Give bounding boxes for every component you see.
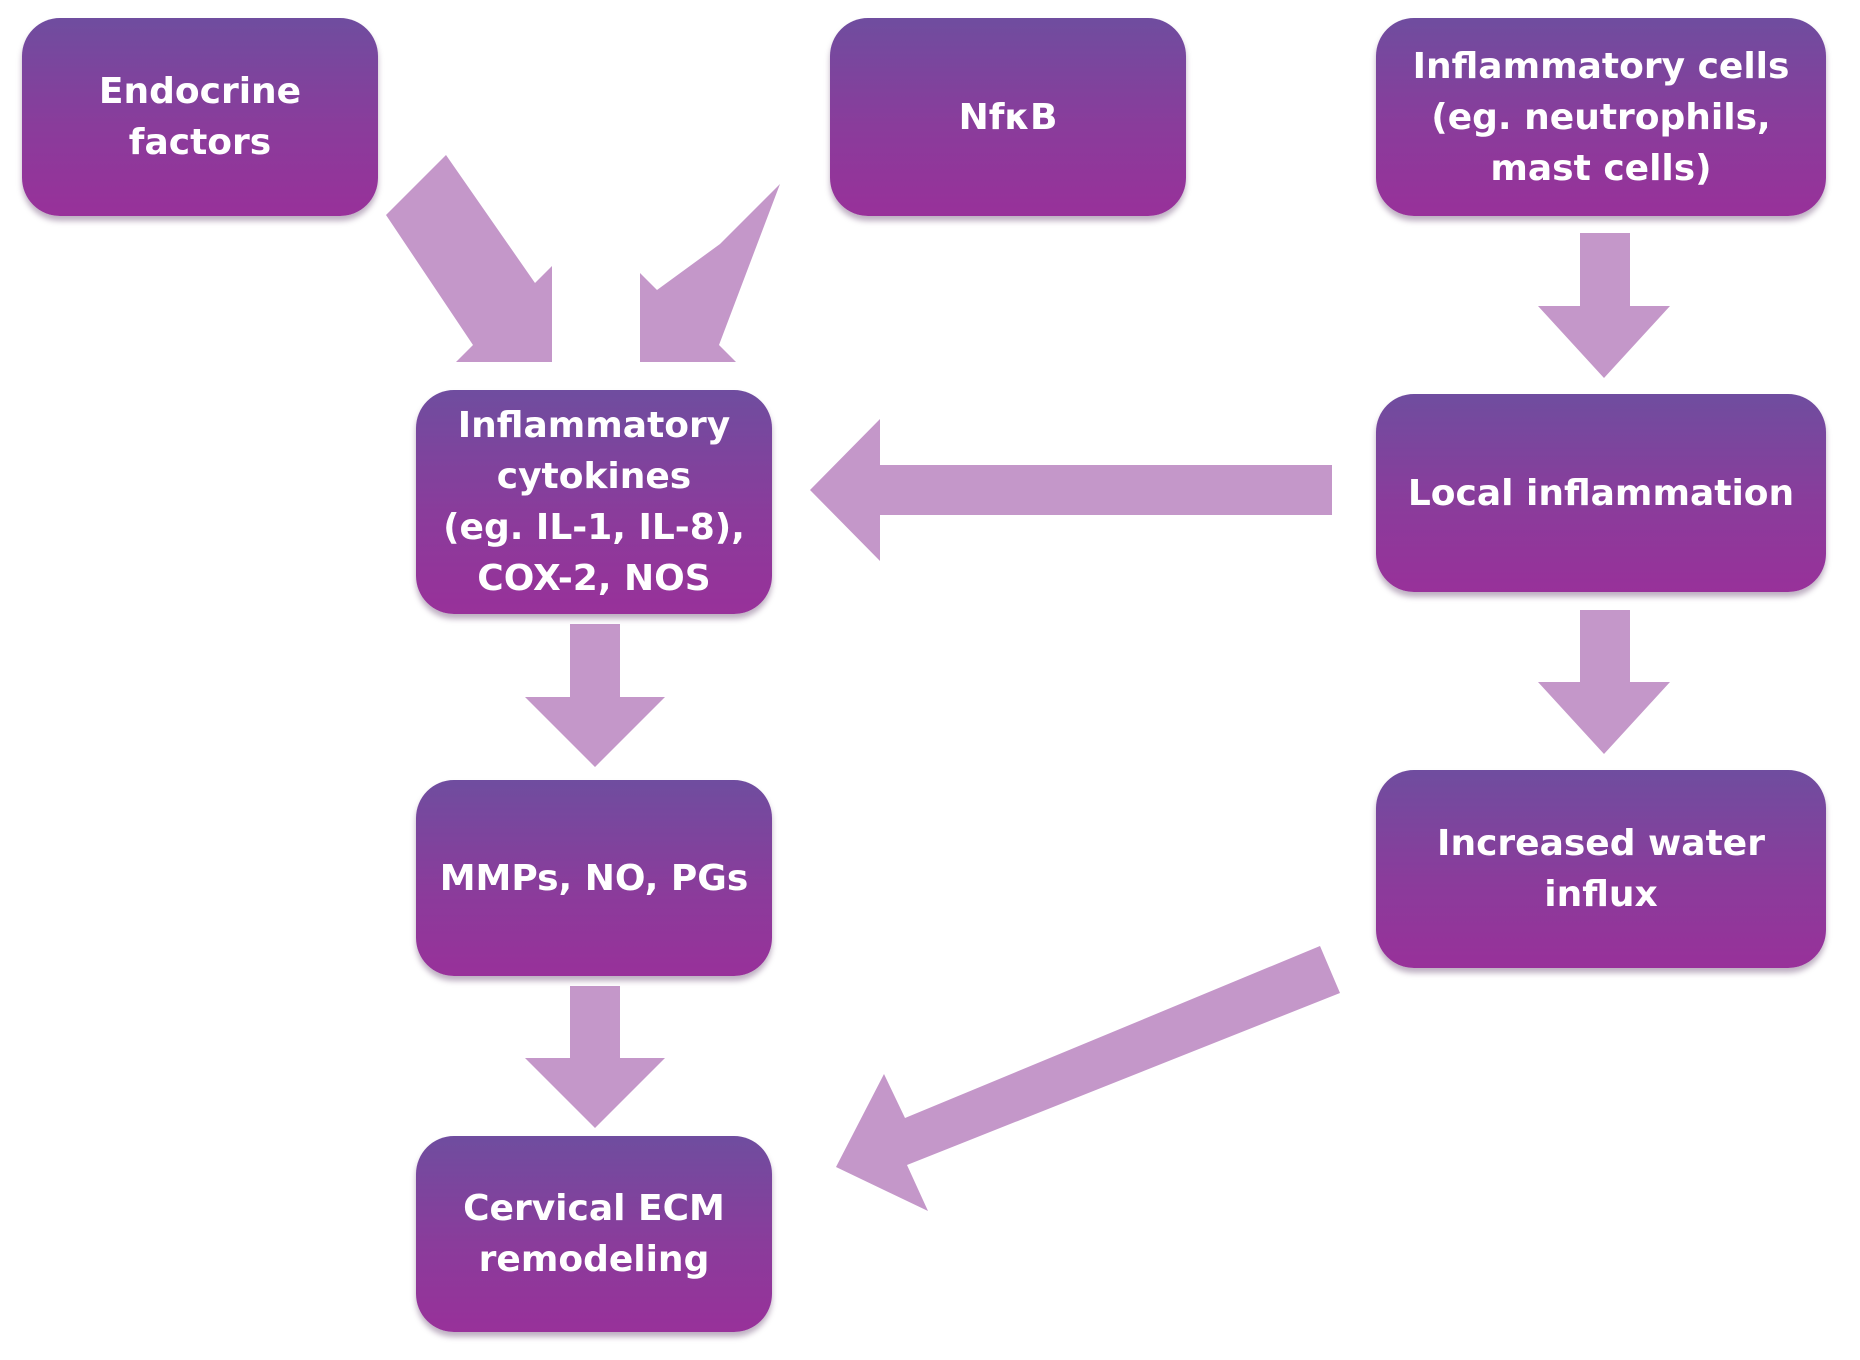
arrow-cytokines-to-mmps	[525, 624, 665, 767]
arrow-nfkb-to-cytokines	[640, 184, 780, 362]
node-label: Cervical ECM remodeling	[463, 1188, 725, 1280]
arrow-infl-cells-to-local	[1538, 233, 1670, 378]
node-inflammatory-cytokines: Inflammatory cytokines (eg. IL-1, IL-8),…	[416, 390, 772, 614]
node-cervical-ecm-remodeling: Cervical ECM remodeling	[416, 1136, 772, 1332]
node-label: Endocrine factors	[98, 71, 302, 163]
node-increased-water-influx: Increased water influx	[1376, 770, 1826, 968]
node-mmps-no-pgs: MMPs, NO, PGs	[416, 780, 772, 976]
node-nfkb: NfκB	[830, 18, 1186, 216]
node-label: MMPs, NO, PGs	[439, 857, 749, 899]
node-label: NfκB	[958, 96, 1058, 138]
node-inflammatory-cells: Inflammatory cells (eg. neutrophils, mas…	[1376, 18, 1826, 216]
node-label: Increased water influx	[1437, 823, 1765, 915]
arrow-local-to-cytokines	[810, 419, 1332, 561]
node-local-inflammation: Local inflammation	[1376, 394, 1826, 592]
arrow-local-to-water	[1538, 610, 1670, 754]
arrow-endocrine-to-cytokines	[386, 155, 552, 362]
node-endocrine-factors: Endocrine factors	[22, 18, 378, 216]
arrow-mmps-to-ecm	[525, 986, 665, 1128]
arrow-water-to-ecm	[836, 946, 1340, 1211]
node-label: Inflammatory cells (eg. neutrophils, mas…	[1412, 45, 1790, 189]
node-label: Inflammatory cytokines (eg. IL-1, IL-8),…	[443, 405, 745, 599]
node-label: Local inflammation	[1407, 472, 1795, 514]
